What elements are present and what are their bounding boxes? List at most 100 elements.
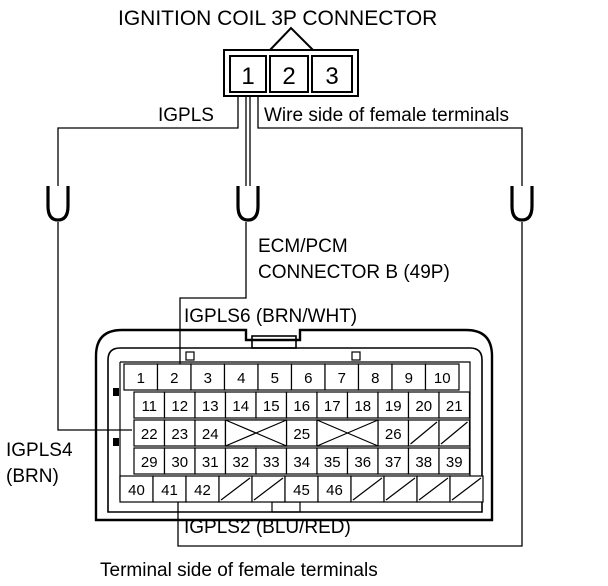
diagram-title: IGNITION COIL 3P CONNECTOR [118, 7, 437, 30]
terminal-number: 5 [271, 370, 279, 387]
terminal-number: 42 [194, 482, 211, 499]
terminal-number: 19 [385, 398, 402, 415]
empty-terminal-slash [220, 477, 251, 501]
terminal-number: 18 [354, 398, 371, 415]
igpls-label: IGPLS [158, 105, 214, 126]
coil-pin-2: 2 [282, 63, 295, 90]
terminal-number: 4 [237, 370, 245, 387]
junction-right-icon [510, 186, 534, 222]
coil-pin-1: 1 [241, 63, 254, 90]
terminal-cell [156, 363, 192, 391]
terminal-cell [316, 447, 349, 475]
terminal-cell [316, 391, 349, 419]
junction-left-icon [46, 186, 70, 222]
terminal-number: 40 [128, 482, 145, 499]
terminal-cell [377, 447, 410, 475]
terminal-number: 25 [293, 426, 310, 443]
terminal-cell [255, 447, 288, 475]
igpls6-label: IGPLS6 (BRN/WHT) [184, 306, 357, 327]
coil-pin-3: 3 [325, 63, 338, 90]
terminal-cell [224, 391, 257, 419]
terminal-cell [123, 363, 159, 391]
wire-igpls4 [57, 96, 239, 186]
terminal-number: 37 [385, 454, 402, 471]
empty-terminal-slash [410, 421, 438, 445]
terminal-cell [194, 447, 227, 475]
terminal-cell [377, 419, 410, 447]
empty-terminal-slash [451, 477, 482, 501]
empty-terminal-slash [253, 477, 284, 501]
terminal-number: 3 [204, 370, 212, 387]
terminal-number: 41 [161, 482, 178, 499]
terminal-cell [190, 363, 226, 391]
terminal-number: 20 [415, 398, 432, 415]
igpls2-label: IGPLS2 (BLU/RED) [184, 517, 351, 538]
terminal-cell [391, 363, 427, 391]
terminal-number: 8 [371, 370, 379, 387]
empty-terminal-slash [440, 421, 468, 445]
empty-terminal-slash [385, 477, 416, 501]
terminal-cell [407, 391, 440, 419]
terminal-cell [290, 363, 326, 391]
blank-terminal-cross [316, 419, 379, 447]
terminal-number: 1 [137, 370, 145, 387]
junction-middle-icon [236, 186, 260, 222]
ignition-coil-connector [223, 26, 359, 97]
terminal-cell [119, 475, 154, 503]
wire-igpls2 [257, 96, 523, 186]
terminal-number: 10 [434, 370, 451, 387]
igpls4-label-line1: IGPLS4 [6, 440, 73, 461]
terminal-number: 38 [415, 454, 432, 471]
terminal-cell [223, 363, 259, 391]
terminal-number: 2 [170, 370, 178, 387]
terminal-number: 31 [202, 454, 219, 471]
terminal-cell [163, 391, 196, 419]
terminal-cell [152, 475, 187, 503]
terminal-number: 13 [202, 398, 219, 415]
terminal-cell [377, 391, 410, 419]
terminal-number: 16 [293, 398, 310, 415]
terminal-number: 23 [171, 426, 188, 443]
terminal-cell [285, 391, 318, 419]
junction-symbols [46, 186, 534, 222]
terminal-number: 46 [326, 482, 343, 499]
terminal-number: 32 [232, 454, 249, 471]
terminal-number: 22 [141, 426, 158, 443]
footer-caption: Terminal side of female terminals [100, 560, 378, 581]
terminal-number: 7 [338, 370, 346, 387]
terminal-number: 26 [385, 426, 402, 443]
terminal-number: 11 [141, 398, 157, 415]
ecm-label-line2: CONNECTOR B (49P) [258, 262, 450, 283]
terminal-cell [194, 391, 227, 419]
wire-side-label: Wire side of female terminals [264, 105, 509, 126]
empty-terminal-slash [352, 477, 383, 501]
terminal-number: 17 [324, 398, 341, 415]
terminal-cell [133, 391, 166, 419]
igpls4-label-line2: (BRN) [6, 466, 59, 487]
terminal-number: 9 [405, 370, 413, 387]
terminal-number: 12 [171, 398, 188, 415]
terminal-number: 24 [202, 426, 219, 443]
terminal-cell [438, 391, 471, 419]
terminal-number: 15 [263, 398, 280, 415]
terminal-number: 45 [293, 482, 310, 499]
terminal-number: 39 [446, 454, 463, 471]
empty-terminal-slash [418, 477, 449, 501]
ecm-label-line1: ECM/PCM [258, 236, 348, 257]
terminal-cell [133, 447, 166, 475]
terminal-cell [224, 447, 257, 475]
terminal-number: 30 [171, 454, 188, 471]
terminal-cell [438, 447, 471, 475]
terminal-number: 14 [232, 398, 249, 415]
terminal-number: 34 [293, 454, 310, 471]
terminal-number: 21 [446, 398, 463, 415]
terminal-cell [424, 363, 460, 391]
blank-terminal-cross [225, 419, 287, 447]
terminal-cell [163, 419, 196, 447]
terminal-number: 29 [141, 454, 158, 471]
terminal-number: 35 [324, 454, 341, 471]
wire-igpls6 [179, 222, 247, 378]
terminal-cell [346, 391, 379, 419]
